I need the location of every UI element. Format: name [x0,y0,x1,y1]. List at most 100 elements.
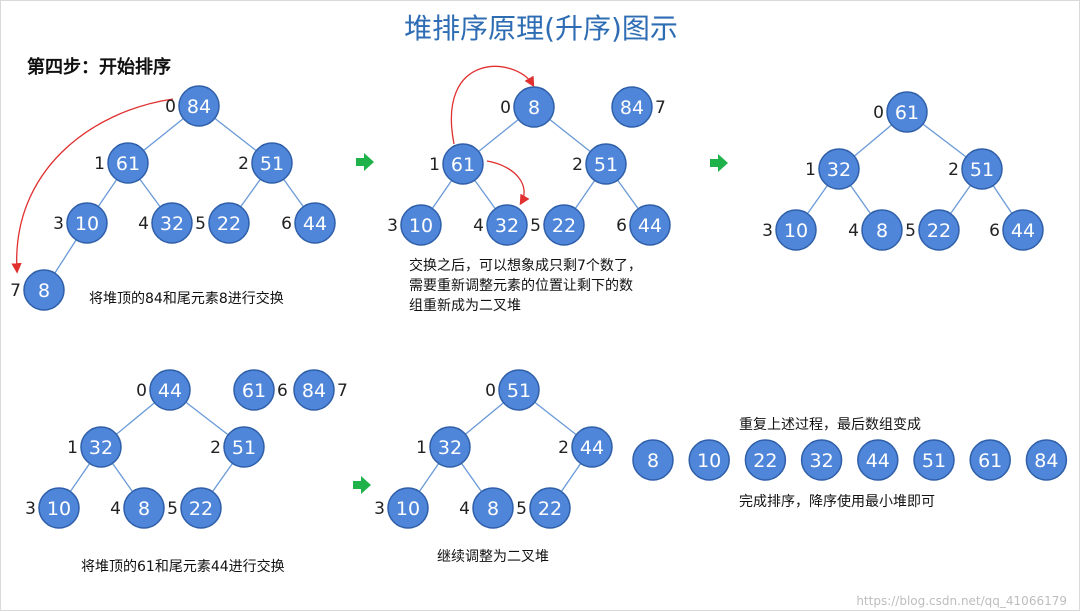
node-circle [151,202,193,244]
node-value: 10 [75,213,99,235]
node-value: 8 [647,450,659,472]
node-circle [66,202,108,244]
node-index: 4 [473,216,484,236]
tree-after-swap-node-6: 446 [616,204,671,246]
node-circle [486,204,528,246]
node-index: 6 [989,221,1000,241]
swap-arc-root-to-61 [450,65,535,145]
node-index: 3 [762,221,773,241]
node-value: 10 [47,498,71,520]
final-array-item-7: 61 [969,439,1011,481]
page-title: 堆排序原理(升序)图示 [404,12,678,45]
tree-second-swap-node-5: 225 [167,487,222,529]
node-value: 44 [580,437,604,459]
node-circle [400,204,442,246]
node-value: 61 [978,450,1002,472]
node-circle [472,487,514,529]
node-circle [818,148,860,190]
final-array-item-2: 10 [688,439,730,481]
note-after-swap-3: 组重新成为二叉堆 [409,298,521,314]
node-index: 2 [572,155,583,175]
node-circle [529,487,571,529]
tree-second-swap-node-1: 321 [67,426,122,468]
node-circle [180,487,222,529]
tree-after-swap-node-3: 10 3 [387,204,442,246]
tree-initial-node-4: 32 4 [138,202,193,244]
node-index: 1 [805,160,816,180]
node-index: 0 [136,381,147,401]
tree-second-rebuilt-node-1: 321 [416,426,471,468]
sorted-node-84b: 84 7 [293,369,348,411]
node-value: 10 [396,498,420,520]
final-array-item-4: 32 [800,439,843,481]
node-circle [1002,209,1044,251]
note-done: 完成排序，降序使用最小堆即可 [739,494,935,510]
node-value: 22 [552,215,576,237]
node-value: 22 [927,220,951,242]
node-circle [123,487,165,529]
node-value: 10 [409,215,433,237]
node-circle [498,369,540,411]
node-circle [293,369,335,411]
node-circle [632,439,674,481]
node-circle [38,487,80,529]
node-value: 32 [495,215,519,237]
swap-arc-84-8 [11,98,174,274]
node-circle [251,142,293,184]
note-after-swap-2: 需要重新调整元素的位置让剩下的数 [409,278,633,294]
note-swap-84-8: 将堆顶的84和尾元素8进行交换 [89,291,284,307]
node-circle [629,204,671,246]
node-index: 3 [53,214,64,234]
node-value: 32 [438,437,462,459]
node-circle [233,369,275,411]
swap-arc-61-32 [486,160,530,206]
node-index: 4 [110,499,121,519]
node-circle [969,439,1011,481]
tree-rebuilt-node-6: 44 6 [989,209,1044,251]
node-index: 4 [138,214,149,234]
tree-initial-node-5: 225 [195,202,250,244]
node-value: 32 [160,213,184,235]
node-index: 7 [337,381,348,401]
node-circle [744,439,787,481]
node-value: 61 [451,154,475,176]
node-index: 4 [848,221,859,241]
node-index: 5 [516,499,527,519]
node-index: 6 [281,214,292,234]
node-index: 2 [210,438,221,458]
final-array-item-6: 51 [913,439,955,481]
node-value: 61 [116,153,140,175]
node-circle [178,85,220,127]
node-value: 51 [922,450,946,472]
node-circle [611,86,653,128]
node-index: 3 [25,499,36,519]
node-index: 3 [387,216,398,236]
node-value: 84 [187,96,211,118]
tree-initial-node-0: 840 [165,85,220,127]
node-value: 32 [810,450,834,472]
final-array-item-5: 44 [857,439,899,481]
node-circle [513,86,555,128]
tree-after-swap-node-2: 512 [572,143,627,185]
node-index: 6 [616,216,627,236]
node-index: 1 [67,438,78,458]
tree-rebuilt-node-5: 225 [905,209,960,251]
node-value: 61 [242,380,266,402]
node-value: 44 [1011,220,1035,242]
node-circle [208,202,250,244]
node-value: 22 [753,450,777,472]
final-array-item-8: 84 [1025,439,1068,481]
node-value: 51 [507,380,531,402]
node-value: 84 [302,380,326,402]
node-value: 51 [260,153,284,175]
node-circle [442,143,484,185]
node-value: 8 [138,498,150,520]
tree-after-swap-node-1: 611 [429,143,484,185]
tree-after-swap-node-4: 32 4 [473,204,528,246]
tree-second-rebuilt-node-4: 84 [459,487,514,529]
next-arrow-1 [356,153,374,171]
